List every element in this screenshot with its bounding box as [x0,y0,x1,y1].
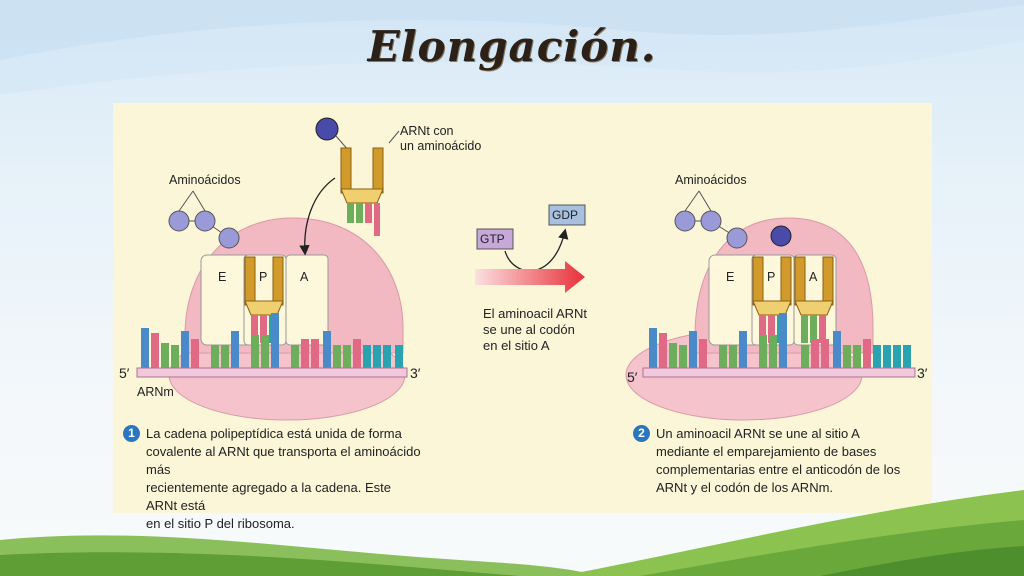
trna-a-site-right [794,256,834,343]
label-5prime-left: 5′ [119,365,130,381]
label-site-e-right: E [726,270,735,284]
caption-2-line-1: Un aminoacil ARNt se une al sitio A [656,426,860,441]
grass-decoration [0,490,1024,576]
gdp-box [548,204,586,226]
label-trna-with-aa: ARNt con un aminoácido [400,124,481,154]
caption-1-line-1: La cadena polipeptídica está unida de fo… [146,426,402,441]
label-site-p-left: P [259,270,268,284]
mrna-nucleotides-right [649,313,911,368]
label-3prime-left: 3′ [410,365,421,381]
label-amino-acids-left: Aminoácidos [169,173,241,187]
caption-1-line-4: en el sitio P del ribosoma. [146,516,295,531]
elongation-figure: ARNt con un aminoácido Aminoácidos Amino… [113,103,932,531]
caption-2-line-3: complementarias entre el anticodón de lo… [656,462,901,477]
caption-2-line-4: ARNt y el codón de los ARNm. [656,480,834,495]
gtp-box [476,228,514,250]
label-amino-acids-right: Aminoácidos [675,173,747,187]
label-site-a-left: A [300,270,309,284]
label-gdp: GDP [552,208,579,222]
figure-drawing [136,117,916,421]
label-mrna: ARNm [137,385,174,399]
label-5prime-right: 5′ [627,369,638,385]
mrna-nucleotides-left [141,313,403,368]
arrow-text-line2: se une al codón [483,322,575,337]
amino-acid-chain-left [168,190,240,249]
label-trna-line1: ARNt con [400,124,454,138]
slide-title: Elongación. [367,22,657,71]
amino-acid-chain-right [674,190,792,249]
trna-p-site-right [752,256,792,343]
caption-1-line-2: covalente al ARNt que transporta el amin… [146,444,421,477]
mrna-strand-left [136,367,408,378]
label-trna-line2: un aminoácido [400,139,482,153]
label-arrow-text: El aminoacil ARNt se une al codón en el … [483,306,587,354]
background-wave [0,0,1024,95]
caption-step-2: 2 Un aminoacil ARNt se une al sitio A med… [633,425,925,497]
caption-2-line-2: mediante el emparejamiento de bases [656,444,877,459]
caption-step-1: 1 La cadena polipeptídica está unida de f… [123,425,423,533]
gtp-to-gdp-arrow [504,228,569,272]
arrow-text-line3: en el sitio A [483,338,550,353]
label-site-a-right: A [809,270,818,284]
site-a-box-left [285,254,329,346]
mrna-strand-right [642,367,916,378]
caption-1-line-3: recientemente agregado a la cadena. Este… [146,480,392,513]
step-1-badge: 1 [123,425,140,442]
label-3prime-right: 3′ [917,365,928,381]
incoming-trna [299,117,400,256]
label-gtp: GTP [480,232,505,246]
step-2-badge: 2 [633,425,650,442]
label-site-p-right: P [767,270,776,284]
label-site-e-left: E [218,270,227,284]
reaction-arrow [475,261,585,293]
arrow-text-line1: El aminoacil ARNt [483,306,588,321]
